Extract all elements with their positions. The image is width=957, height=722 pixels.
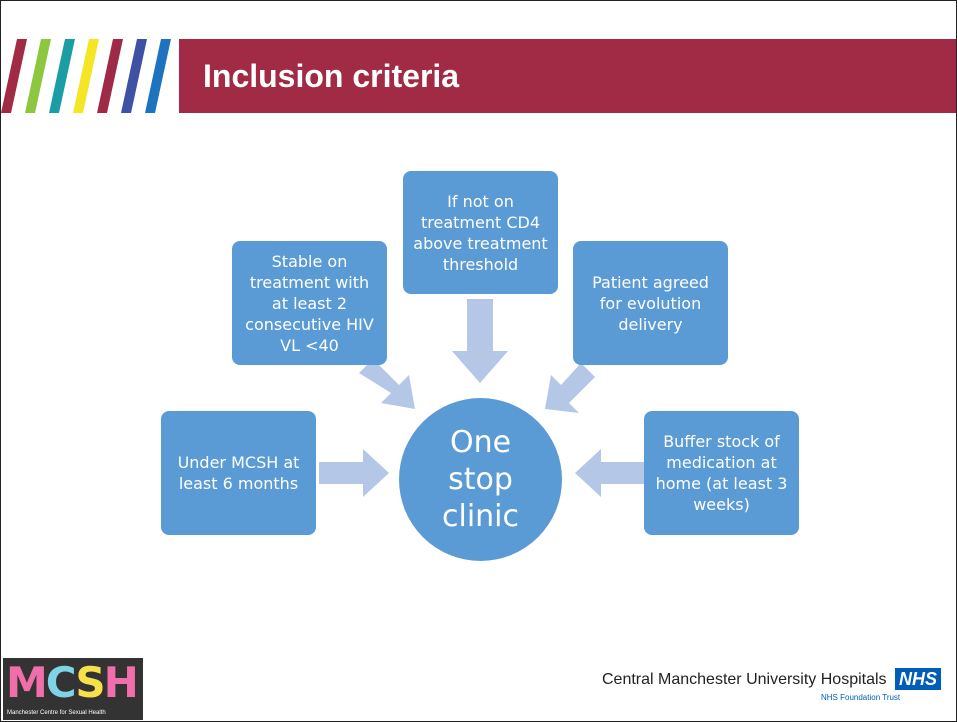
- mcsh-logo-letters: MCSH: [6, 658, 139, 707]
- arrow-right-icon: [319, 449, 389, 497]
- arrow-down-icon: [452, 299, 508, 383]
- arrow-diagonal-down-right-icon: [359, 359, 415, 409]
- arrow-diagonal-down-left-icon: [545, 363, 595, 413]
- slide-title: Inclusion criteria: [203, 58, 460, 94]
- criteria-box-right: Buffer stock of medication at home (at l…: [644, 411, 799, 535]
- rainbow-stripes-icon: [1, 39, 171, 113]
- nhs-logo-badge: NHS: [895, 668, 941, 690]
- mcsh-logo: MCSH Manchester Centre for Sexual Health: [3, 658, 143, 720]
- trust-name: NHS Foundation Trust: [821, 693, 901, 702]
- center-label: One stop clinic: [441, 425, 519, 534]
- center-circle: One stop clinic: [399, 398, 562, 561]
- criteria-box-top: If not on treatment CD4 above treatment …: [403, 171, 558, 294]
- mcsh-logo-subtitle: Manchester Centre for Sexual Health: [7, 710, 106, 716]
- criteria-box-upper-right: Patient agreed for evolution delivery: [573, 241, 728, 365]
- arrow-left-icon: [575, 449, 644, 497]
- criteria-box-upper-left: Stable on treatment with at least 2 cons…: [232, 241, 387, 365]
- title-bar: Inclusion criteria: [179, 39, 956, 113]
- criteria-box-left: Under MCSH at least 6 months: [161, 411, 316, 535]
- hospital-name: Central Manchester University Hospitals: [602, 671, 887, 688]
